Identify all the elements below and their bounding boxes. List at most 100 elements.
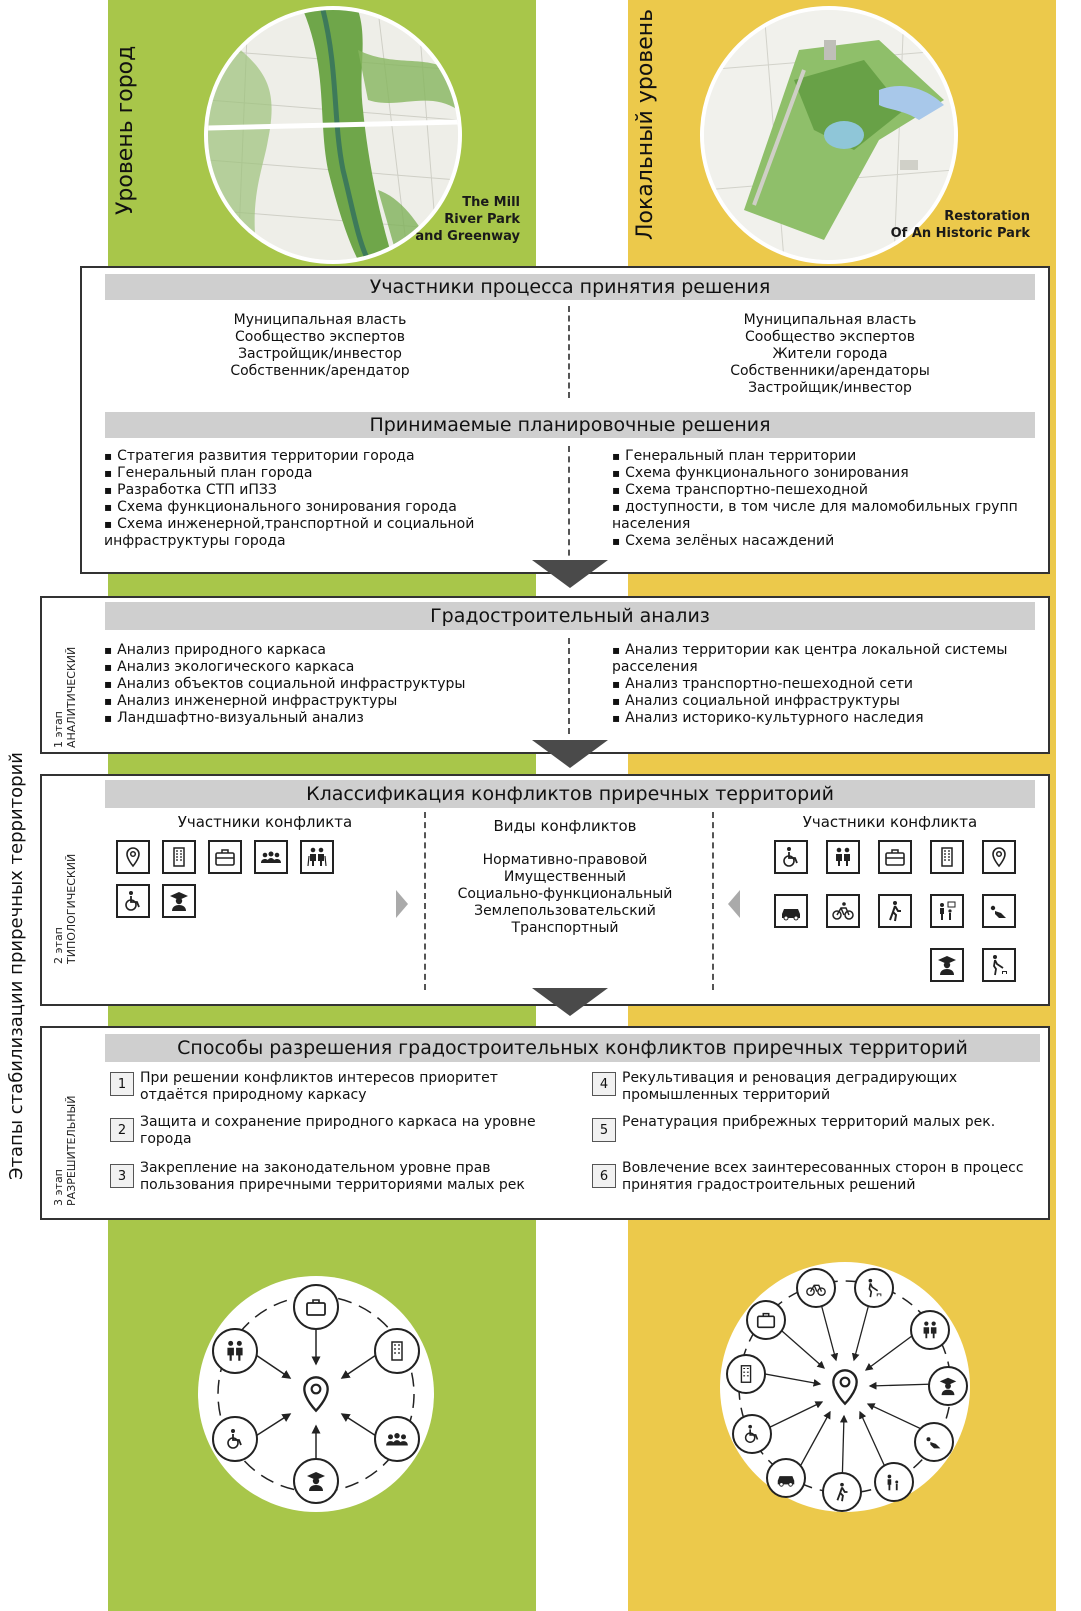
planning-item: Схема инженерной,транспортной и социальн… xyxy=(104,516,554,550)
caption-line: and Greenway xyxy=(415,229,520,244)
car-icon xyxy=(774,894,808,928)
stage1-label: 1 этап АНАЛИТИЧЕСКИЙ xyxy=(52,647,78,748)
solution-text: Защита и сохранение природного каркаса н… xyxy=(140,1114,536,1147)
planning-item: Схема функционального зонирования города xyxy=(104,499,554,516)
office-building-icon xyxy=(930,840,964,874)
planning-item: Генеральный план территории xyxy=(612,448,1032,465)
conflict-types-list: Нормативно-правовой Имущественный Социал… xyxy=(430,852,700,937)
solution-text: Закрепление на законодательном уровне пр… xyxy=(140,1160,525,1193)
dog-walker-icon xyxy=(854,1268,894,1308)
city-map-caption: The Mill River Park and Greenway xyxy=(390,194,520,245)
stage2-panel xyxy=(40,774,1050,1006)
flow-arrow-icon xyxy=(532,560,608,588)
conflict-type: Землепользовательский xyxy=(474,903,656,919)
stage3-label: 3 этап РАЗРЕШИТЕЛЬНЫЙ xyxy=(52,1096,78,1206)
planning-item: Схема функционального зонирования xyxy=(612,465,1032,482)
analysis-item: Ландшафтно-визуальный анализ xyxy=(104,710,554,727)
solution-number: 6 xyxy=(592,1164,616,1188)
briefcase-icon xyxy=(878,840,912,874)
elderly-couple-icon xyxy=(826,840,860,874)
office-building-icon xyxy=(162,840,196,874)
planning-item: Разработка СТП иПЗЗ xyxy=(104,482,554,499)
participant-item: Сообщество экспертов xyxy=(235,329,405,345)
caption-line: Of An Historic Park xyxy=(890,226,1030,241)
pedestrian-icon xyxy=(822,1472,862,1512)
stage3-title: Способы разрешения градостроительных кон… xyxy=(105,1034,1040,1062)
analysis-item: Анализ социальной инфраструктуры xyxy=(612,693,1032,710)
briefcase-icon xyxy=(293,1284,339,1330)
family-icon xyxy=(930,894,964,928)
pedestrian-icon xyxy=(878,894,912,928)
local-map-caption: Restoration Of An Historic Park xyxy=(880,208,1030,242)
planning-item: Схема транспортно-пешеходной xyxy=(612,482,1032,499)
briefcase-icon xyxy=(746,1300,786,1340)
divider xyxy=(568,306,570,398)
conflict-type: Социально-функциональный xyxy=(457,886,673,902)
stabilization-stages-label: Этапы стабилизации приречных территорий xyxy=(6,752,27,1180)
wheelchair-icon xyxy=(774,840,808,874)
conflict-type: Транспортный xyxy=(511,920,619,936)
stage1-title: Градостроительный анализ xyxy=(105,602,1035,630)
participant-item: Застройщик/инвестор xyxy=(238,346,402,362)
office-building-icon xyxy=(726,1354,766,1394)
stage-name: ТИПОЛОГИЧЕСКИЙ xyxy=(65,853,78,964)
bicycle-icon xyxy=(826,894,860,928)
group-icon xyxy=(374,1416,420,1462)
stage1-left-list: Анализ природного каркаса Анализ экологи… xyxy=(104,642,554,727)
caption-line: Restoration xyxy=(944,209,1030,224)
stage-name: АНАЛИТИЧЕСКИЙ xyxy=(65,646,78,748)
participants-right-list: Муниципальная власть Сообщество эксперто… xyxy=(680,312,980,397)
local-map-circle xyxy=(700,6,958,264)
planning-item: Схема зелёных насаждений xyxy=(612,533,1032,550)
participant-item: Жители города xyxy=(772,346,888,362)
reclining-person-icon xyxy=(914,1422,954,1462)
local-map-image xyxy=(704,10,954,260)
arrow-left-icon xyxy=(728,890,740,918)
caption-line: River Park xyxy=(444,212,520,227)
wheelchair-icon xyxy=(116,884,150,918)
participant-item: Собственники/арендаторы xyxy=(730,363,930,379)
conflict-type: Имущественный xyxy=(503,869,627,885)
stage-number: 2 этап xyxy=(52,927,65,964)
stage-number: 3 этап xyxy=(52,1169,65,1206)
stage1-right-list: Анализ территории как центра локальной с… xyxy=(612,642,1032,727)
divider xyxy=(712,812,714,990)
analysis-item: Анализ экологического каркаса xyxy=(104,659,554,676)
divider xyxy=(568,638,570,734)
wheelchair-icon xyxy=(212,1416,258,1462)
graduate-icon xyxy=(928,1366,968,1406)
solution-number: 1 xyxy=(110,1072,134,1096)
participant-item: Муниципальная власть xyxy=(233,312,407,328)
participant-item: Муниципальная власть xyxy=(743,312,917,328)
planning-item: Стратегия развития территории города xyxy=(104,448,554,465)
family-icon xyxy=(874,1462,914,1502)
location-pin-icon xyxy=(822,1364,868,1410)
solution-number: 2 xyxy=(110,1118,134,1142)
planning-right-list: Генеральный план территории Схема функци… xyxy=(612,448,1032,550)
solution-text: При решении конфликтов интересов приорит… xyxy=(140,1070,498,1103)
graduate-icon xyxy=(930,948,964,982)
graduate-icon xyxy=(162,884,196,918)
elderly-couple-icon xyxy=(212,1328,258,1374)
planning-item: Генеральный план города xyxy=(104,465,554,482)
flow-arrow-icon xyxy=(532,988,608,1016)
stage2-label: 2 этап ТИПОЛОГИЧЕСКИЙ xyxy=(52,854,78,964)
analysis-item: Анализ объектов социальной инфраструктур… xyxy=(104,676,554,693)
caption-line: The Mill xyxy=(462,195,520,210)
analysis-item: Анализ историко-культурного наследия xyxy=(612,710,1032,727)
conflict-type: Нормативно-правовой xyxy=(482,852,648,868)
right-participants-heading: Участники конфликта xyxy=(802,813,978,831)
solution-number: 5 xyxy=(592,1118,616,1142)
solution-number: 4 xyxy=(592,1072,616,1096)
analysis-item: Анализ территории как центра локальной с… xyxy=(612,642,1032,676)
group-icon xyxy=(254,840,288,874)
reclining-person-icon xyxy=(982,894,1016,928)
elderly-couple-icon xyxy=(300,840,334,874)
participant-item: Застройщик/инвестор xyxy=(748,380,912,396)
city-level-label: Уровень город xyxy=(113,45,138,215)
briefcase-icon xyxy=(208,840,242,874)
graduate-icon xyxy=(293,1458,339,1504)
elderly-couple-icon xyxy=(910,1310,950,1350)
solution-number: 3 xyxy=(110,1164,134,1188)
solution-text: Ренатурация прибрежных территорий малых … xyxy=(622,1114,996,1130)
